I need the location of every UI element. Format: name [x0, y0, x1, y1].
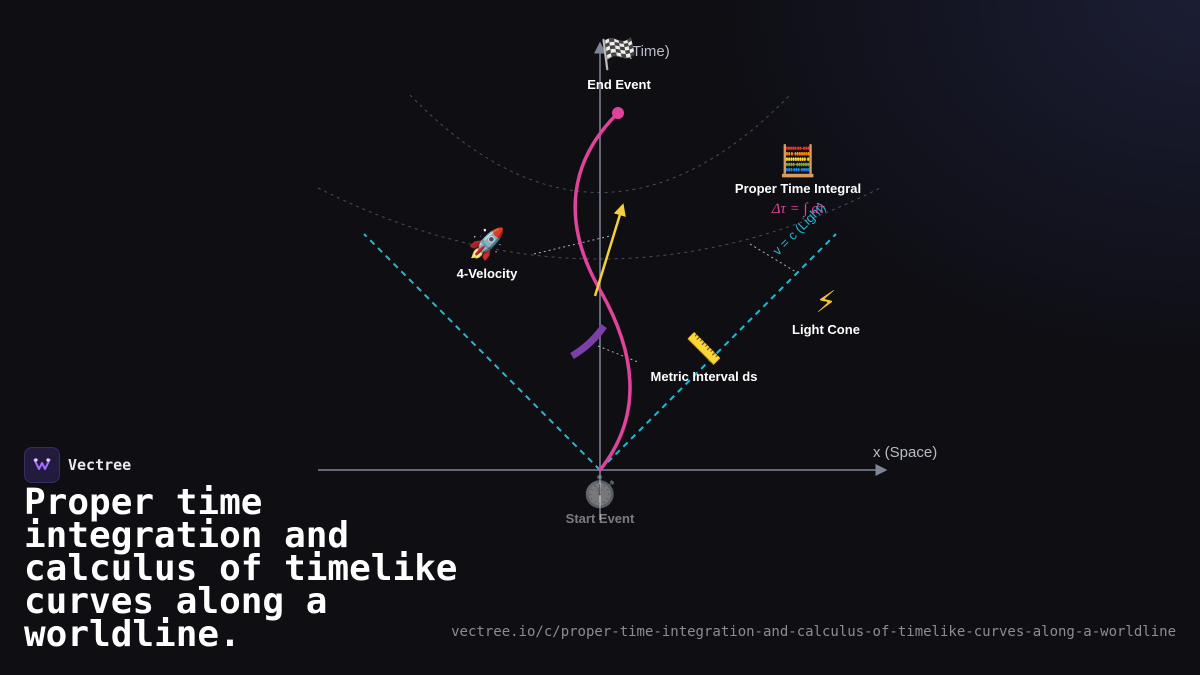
abacus-icon: 🧮 [779, 143, 816, 179]
page-title: Proper time integration and calculus of … [24, 482, 458, 655]
lightning-icon: ⚡ [815, 285, 836, 320]
page-url[interactable]: vectree.io/c/proper-time-integration-and… [451, 624, 1176, 640]
four-velocity-node: 🚀 4-Velocity [457, 226, 518, 281]
proper-time-node: 🧮 Proper Time Integral Δτ = ∫ dτ [735, 143, 861, 217]
connector-metric [597, 345, 639, 363]
metric-interval-node: 📏 Metric Interval ds [651, 331, 758, 384]
light-cone-node: ⚡ Light Cone [792, 285, 860, 337]
brand: Vectree [24, 447, 131, 483]
metric-interval-segment [570, 324, 607, 360]
end-event-point [612, 107, 624, 119]
light-cone-right [599, 233, 837, 471]
checkered-flag-icon: 🏁 [600, 36, 637, 72]
hyperbola-curve-outer [317, 187, 881, 260]
light-cone-label: Light Cone [792, 322, 860, 337]
start-event-node: ⏱️ Start Event [566, 474, 635, 526]
four-velocity-label: 4-Velocity [457, 266, 518, 281]
light-cone-left [363, 233, 601, 471]
proper-time-label: Proper Time Integral [735, 181, 861, 196]
t-axis-label: (Time) [627, 43, 670, 60]
connector-four-velocity [533, 235, 611, 255]
brand-name: Vectree [68, 456, 132, 474]
proper-time-formula: Δτ = ∫ dτ [771, 201, 825, 217]
ruler-icon: 📏 [685, 331, 722, 367]
end-event-node: 🏁 End Event [587, 36, 651, 92]
rocket-icon: 🚀 [468, 226, 505, 262]
start-event-label: Start Event [566, 511, 635, 526]
worldline-curve [573, 111, 632, 472]
end-event-label: End Event [587, 77, 651, 92]
metric-interval-label: Metric Interval ds [651, 369, 758, 384]
four-velocity-vector [593, 203, 626, 297]
vectree-logo-icon [24, 447, 60, 483]
x-axis-label: x (Space) [873, 444, 937, 461]
connector-light-cone [749, 243, 797, 273]
stopwatch-icon: ⏱️ [581, 474, 618, 510]
